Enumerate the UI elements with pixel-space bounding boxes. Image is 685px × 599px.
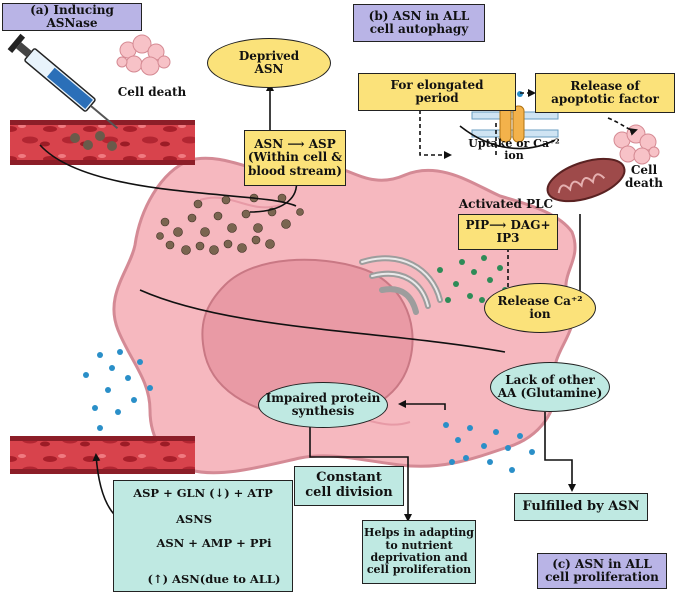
impaired-line-1: Impaired protein	[265, 390, 381, 405]
helps-line-3: deprivation and	[370, 551, 468, 564]
panel-c-line-1: (c) ASN in ALL	[552, 556, 652, 571]
pip-line-1: PIP⟶ DAG+	[465, 217, 551, 232]
blood-vessel-top	[10, 120, 195, 165]
release-ca-node: Release Ca⁺² ion	[484, 283, 596, 333]
pip-dag-box: PIP⟶ DAG+ IP3	[458, 214, 558, 250]
lack-line-2: AA (Glutamine)	[497, 386, 603, 400]
impaired-synthesis-node: Impaired protein synthesis	[258, 382, 388, 428]
syringe-icon	[7, 33, 119, 129]
nucleus	[201, 258, 414, 420]
release-ca-line-2: ion	[529, 307, 551, 321]
blood-vessel-bottom	[10, 436, 195, 474]
pathway-line-3: ASN + AMP + PPi	[156, 536, 272, 550]
helps-adapting-box: Helps in adapting to nutrient deprivatio…	[362, 520, 476, 584]
fulfilled-text: Fulfilled by ASN	[522, 498, 640, 514]
panel-b-line-1: (b) ASN in ALL	[368, 8, 470, 23]
asn-asp-line-2: (Within cell &	[247, 150, 343, 165]
asn-asp-line-3: blood stream)	[248, 163, 342, 178]
cell-death-right-label: Cell death	[618, 163, 670, 191]
helps-line-2: to nutrient	[385, 538, 453, 552]
uptake-label: Uptake or Ca⁺² ion	[455, 137, 573, 163]
dead-cell-icon-left	[116, 34, 171, 76]
constant-division-box: Constant cell division	[294, 466, 404, 506]
pathway-line-1: ASP + GLN (↓) + ATP	[133, 486, 273, 500]
pathway-line-2: ASNS	[175, 512, 213, 526]
deprived-asn-node: Deprived ASN	[207, 38, 331, 88]
cell-death-right-line-1: Cell	[630, 163, 658, 177]
helps-line-1: Helps in adapting	[364, 526, 474, 540]
pathway-line-4: (↑) ASN(due to ALL)	[147, 572, 281, 586]
panel-b-label: (b) ASN in ALL cell autophagy	[353, 4, 485, 42]
constant-line-1: Constant	[316, 470, 382, 486]
uptake-line-1: Uptake or Ca⁺²	[468, 137, 560, 150]
panel-b-line-2: cell autophagy	[369, 22, 469, 36]
elongated-period-box: For elongated period	[358, 73, 516, 111]
cell-death-left-text: Cell death	[117, 85, 187, 99]
lack-of-aa-node: Lack of other AA (Glutamine)	[490, 362, 610, 412]
elongated-line-2: period	[415, 91, 459, 105]
impaired-line-2: synthesis	[291, 404, 355, 418]
elongated-line-1: For elongated	[390, 77, 484, 92]
activated-plc-text: Activated PLC	[458, 197, 554, 211]
fulfilled-by-asn-box: Fulfilled by ASN	[514, 493, 648, 521]
panel-c-line-2: cell proliferation	[545, 570, 659, 584]
deprived-line-2: ASN	[254, 62, 284, 76]
lack-line-1: Lack of other	[505, 372, 595, 387]
mitochondria-icon	[546, 157, 626, 203]
constant-line-2: cell division	[305, 485, 393, 500]
pip-line-2: IP3	[496, 231, 520, 245]
asns-pathway-box: ASP + GLN (↓) + ATP ASNS ASN + AMP + PPi…	[113, 480, 293, 592]
release-apoptotic-box: Release of apoptotic factor	[535, 73, 675, 113]
release-ca-line-1: Release Ca⁺²	[497, 293, 583, 308]
deprived-line-1: Deprived	[238, 48, 300, 63]
panel-a-label: (a) Inducing ASNase	[2, 3, 142, 31]
cell-death-left-label: Cell death	[112, 85, 192, 99]
asn-to-asp-box: ASN ⟶ ASP (Within cell & blood stream)	[244, 130, 346, 186]
release-apop-line-1: Release of	[570, 78, 640, 93]
activated-plc-label: Activated PLC	[452, 197, 560, 211]
release-apop-line-2: apoptotic factor	[551, 92, 659, 106]
asn-asp-line-1: ASN ⟶ ASP	[254, 136, 336, 151]
dead-cell-icon-right	[613, 124, 660, 165]
panel-a-text: (a) Inducing ASNase	[30, 2, 114, 30]
panel-c-label: (c) ASN in ALL cell proliferation	[537, 553, 667, 589]
uptake-line-2: ion	[504, 149, 524, 163]
cell-death-right-line-2: death	[624, 176, 664, 191]
helps-line-4: cell proliferation	[366, 563, 472, 577]
membrane-channel-icon	[471, 105, 559, 143]
